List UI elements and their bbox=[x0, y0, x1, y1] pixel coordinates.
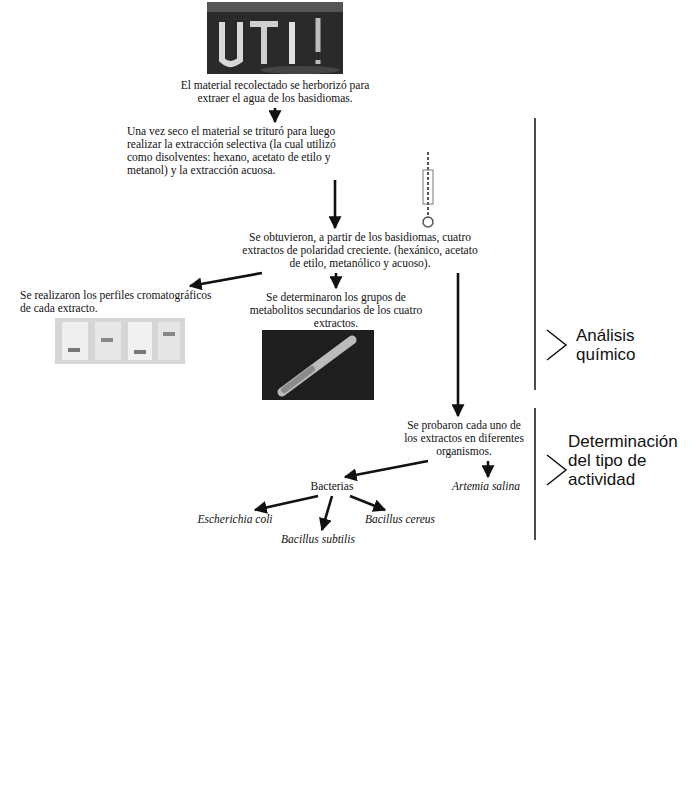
flow-step: Se realizaron los perfiles cromatográfic… bbox=[18, 288, 218, 316]
flow-step: Una vez seco el material se trituró para… bbox=[125, 124, 345, 178]
step-text: Se obtuvieron, a partir de los basidioma… bbox=[237, 231, 483, 270]
step-text: Bacillus cereus bbox=[352, 513, 448, 526]
section-label: Análisis químico bbox=[576, 326, 688, 364]
bracket bbox=[535, 118, 566, 540]
flow-step: Se obtuvieron, a partir de los basidioma… bbox=[235, 230, 485, 271]
test-tube-photo bbox=[262, 330, 374, 400]
step-text: Se realizaron los perfiles cromatográfic… bbox=[20, 289, 216, 315]
flow-arrow bbox=[335, 273, 338, 288]
flow-step: Bacillus cereus bbox=[350, 512, 450, 527]
flow-arrow bbox=[350, 496, 385, 510]
flow-arrow bbox=[334, 180, 337, 228]
flow-arrow bbox=[345, 461, 428, 477]
section-label: Determinación del tipo de actividad bbox=[568, 432, 690, 489]
flow-step: Se probaron cada uno de los extractos en… bbox=[398, 418, 530, 459]
flow-step: El material recolectado se herborizó par… bbox=[168, 78, 382, 106]
flow-arrow bbox=[255, 496, 318, 510]
step-text: Artemia salina bbox=[442, 480, 530, 493]
flow-arrow bbox=[487, 461, 490, 477]
flow-step: Artemia salina bbox=[440, 479, 532, 494]
step-text: Bacillus subtilis bbox=[264, 533, 372, 546]
flow-step: Bacterias bbox=[300, 479, 364, 494]
flow-arrow bbox=[190, 273, 262, 286]
flow-step: Bacillus subtilis bbox=[262, 532, 374, 547]
extraction-column bbox=[423, 152, 433, 227]
step-text: Se probaron cada uno de los extractos en… bbox=[400, 419, 528, 458]
chromatography-photo bbox=[55, 318, 185, 364]
flow-arrow bbox=[274, 108, 277, 122]
step-text: Escherichia coli bbox=[182, 513, 288, 526]
flow-arrow bbox=[457, 273, 460, 416]
step-text: Bacterias bbox=[302, 480, 362, 493]
step-text: Una vez seco el material se trituró para… bbox=[127, 125, 343, 177]
flow-step: Se determinaron los grupos de metabolito… bbox=[238, 290, 434, 331]
step-text: El material recolectado se herborizó par… bbox=[170, 79, 380, 105]
step-text: Se determinaron los grupos de metabolito… bbox=[240, 291, 432, 330]
mushroom-photo bbox=[207, 2, 343, 74]
flow-step: Escherichia coli bbox=[180, 512, 290, 527]
flow-arrow bbox=[322, 496, 332, 530]
